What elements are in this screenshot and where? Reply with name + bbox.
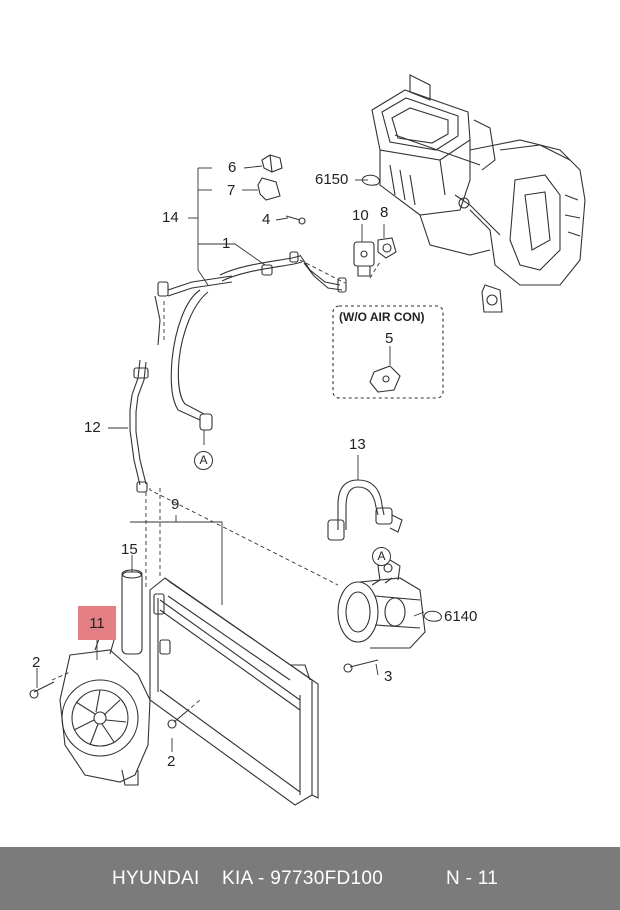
wo-air-con-box bbox=[332, 305, 444, 399]
ref-symbol-6140 bbox=[423, 610, 442, 622]
liquid-hose-part-1 bbox=[219, 251, 347, 293]
bolt-part-2-left bbox=[29, 681, 55, 699]
suction-hose bbox=[154, 275, 233, 431]
pressure-switch-part-10 bbox=[353, 241, 375, 277]
callout-6140: 6140 bbox=[444, 608, 478, 625]
callout-4: 4 bbox=[262, 211, 271, 228]
hvac-unit-drawing bbox=[371, 74, 586, 313]
footer-part-number: KIA - 97730FD100 bbox=[222, 868, 384, 889]
callout-9: 9 bbox=[171, 496, 180, 513]
callout-7: 7 bbox=[227, 182, 236, 199]
callout-6: 6 bbox=[228, 159, 237, 176]
callout-15: 15 bbox=[121, 541, 138, 558]
ref-symbol-6150 bbox=[361, 174, 380, 186]
leader-lines bbox=[36, 165, 425, 752]
callout-12: 12 bbox=[84, 419, 101, 436]
exploded-parts-diagram bbox=[29, 74, 586, 806]
receiver-drier-part-15 bbox=[121, 569, 143, 655]
callout-11: 11 bbox=[89, 615, 105, 632]
highlighted-callout-11: 11 bbox=[78, 606, 116, 640]
condenser-part-9 bbox=[149, 577, 319, 806]
dashed-routing-lines bbox=[51, 259, 381, 713]
callout-14: 14 bbox=[162, 209, 179, 226]
fan-shroud-part-11 bbox=[59, 635, 151, 786]
bolt-part-4 bbox=[285, 215, 306, 225]
hose-part-13 bbox=[327, 479, 403, 541]
o-ring-part-8 bbox=[377, 237, 397, 259]
callout-6150: 6150 bbox=[315, 171, 349, 188]
callout-13: 13 bbox=[349, 436, 366, 453]
callout-3: 3 bbox=[384, 668, 393, 685]
bracket-part-7 bbox=[257, 177, 281, 201]
part-number-footer: HYUNDAI KIA - 97730FD100 N - 11 bbox=[0, 847, 620, 910]
bolt-part-2-lower bbox=[167, 711, 187, 729]
discharge-pipe-part-12 bbox=[129, 359, 149, 493]
compressor-drawing bbox=[337, 559, 426, 649]
clip-part-6 bbox=[261, 154, 283, 173]
callout-2-left: 2 bbox=[32, 654, 41, 671]
connector-marker-a-upper: A bbox=[194, 451, 213, 470]
footer-brand: HYUNDAI bbox=[112, 868, 200, 889]
callout-2-lower: 2 bbox=[167, 753, 176, 770]
callout-1: 1 bbox=[222, 235, 231, 252]
connector-marker-a-lower: A bbox=[372, 547, 391, 566]
wo-air-con-label: (W/O AIR CON) bbox=[339, 310, 425, 324]
callout-8: 8 bbox=[380, 204, 389, 221]
footer-reference: N - 11 bbox=[446, 868, 499, 889]
bolt-part-3 bbox=[343, 659, 379, 673]
callout-10: 10 bbox=[352, 207, 369, 224]
callout-5: 5 bbox=[385, 330, 394, 347]
